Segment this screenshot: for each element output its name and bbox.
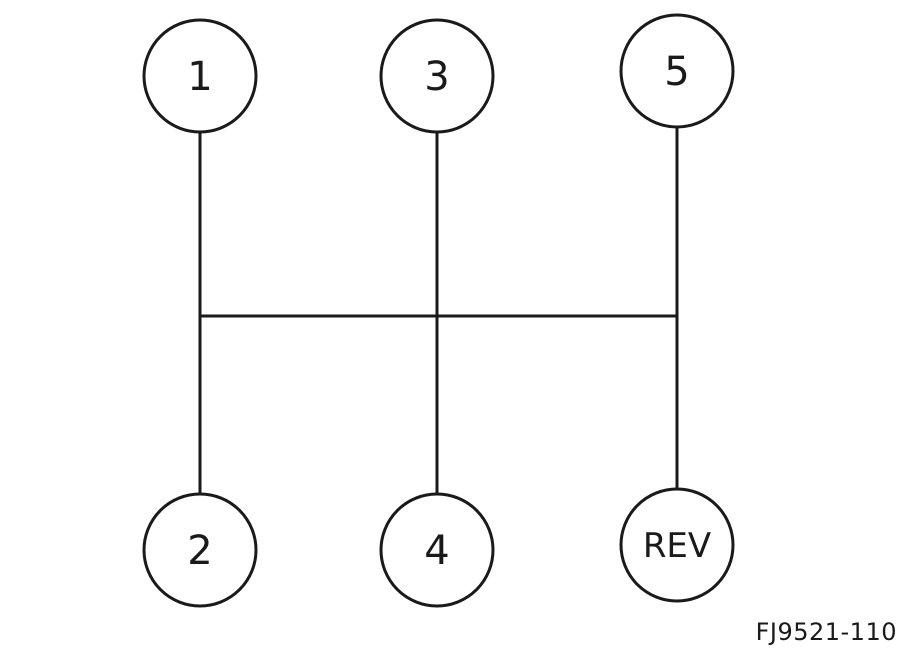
gear-3-position: 3 [379, 18, 495, 134]
gear-4-label: 4 [424, 528, 449, 574]
gear-3-circle [379, 18, 495, 134]
gear-4-position: 4 [379, 492, 495, 608]
gear-1-label: 1 [187, 54, 212, 100]
gear-reverse-circle [619, 487, 735, 603]
figure-code: FJ9521-110 [755, 618, 897, 646]
gear-5-circle [619, 13, 735, 129]
gear-4-circle [379, 492, 495, 608]
gear-reverse-position: REV [619, 487, 735, 603]
gear-1-circle [142, 18, 258, 134]
gear-5-position: 5 [619, 13, 735, 129]
gear-1-position: 1 [142, 18, 258, 134]
gear-reverse-label: REV [643, 526, 711, 566]
gear-5-label: 5 [664, 49, 689, 95]
gear-2-circle [142, 492, 258, 608]
gear-2-label: 2 [187, 528, 212, 574]
gear-3-label: 3 [424, 54, 449, 100]
gear-2-position: 2 [142, 492, 258, 608]
